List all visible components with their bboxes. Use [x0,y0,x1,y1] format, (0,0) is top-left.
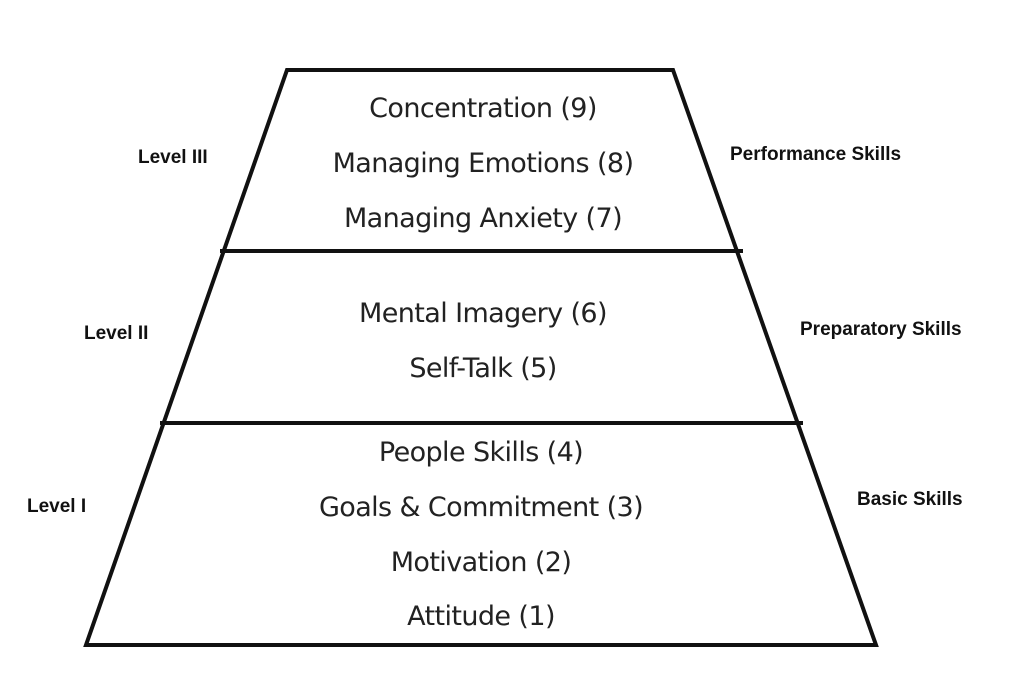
skill-managing-emotions: Managing Emotions (8) [333,148,634,179]
basic-skills-label: Basic Skills [857,489,963,510]
level-3-label: Level III [138,147,208,168]
skill-managing-anxiety: Managing Anxiety (7) [344,203,622,234]
level-1-label: Level I [27,496,86,517]
skill-mental-imagery: Mental Imagery (6) [359,298,607,329]
skill-people-skills: People Skills (4) [379,437,583,468]
skill-motivation: Motivation (2) [391,547,572,578]
skill-goals-commitment: Goals & Commitment (3) [319,492,643,523]
performance-skills-label: Performance Skills [730,144,901,165]
skill-attitude: Attitude (1) [407,601,555,632]
skill-concentration: Concentration (9) [369,93,597,124]
preparatory-skills-label: Preparatory Skills [800,319,962,340]
pyramid-outline [83,68,879,647]
skill-self-talk: Self-Talk (5) [409,353,556,384]
level-2-label: Level II [84,323,148,344]
